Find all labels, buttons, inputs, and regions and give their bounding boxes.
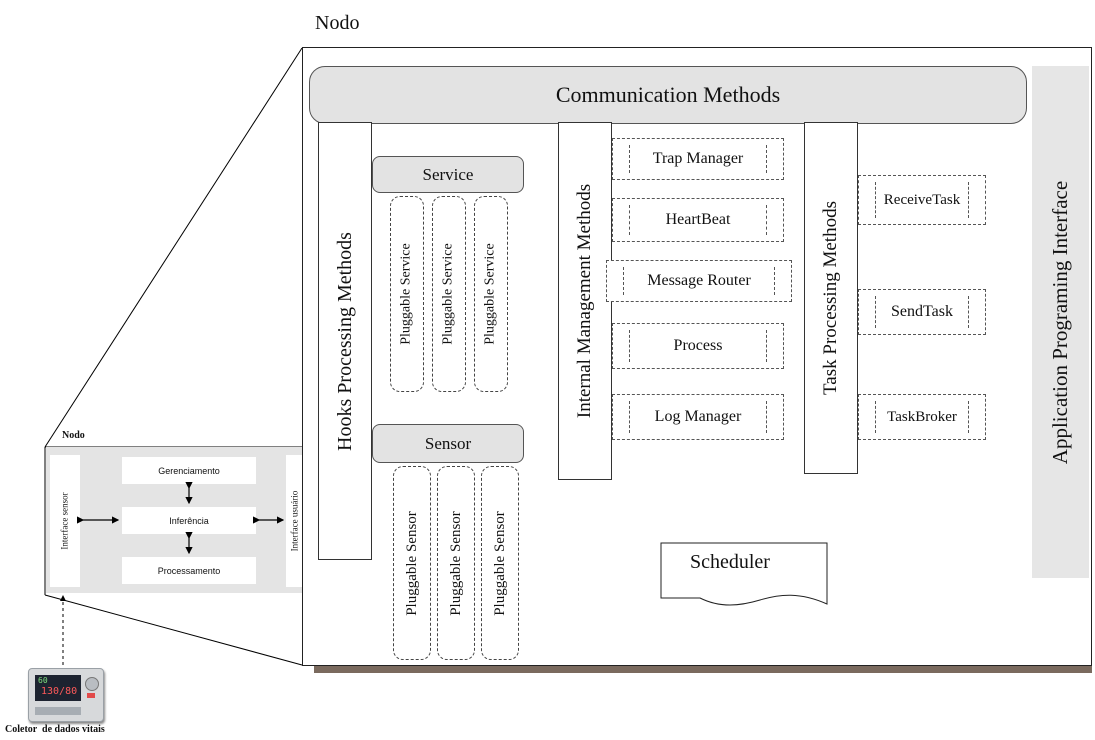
task-broker: TaskBroker [858,394,986,440]
sensor-header-label: Sensor [424,433,472,453]
receive-task: ReceiveTask [858,175,986,225]
process-label: Process [673,337,723,354]
hooks-column: Hooks Processing Methods [318,122,372,560]
pluggable-service-3 [474,196,508,392]
sensor-header: Sensor [372,424,524,463]
api-bar: Application Programing Interface [1032,66,1089,578]
pluggable-sensor-2 [437,466,475,660]
send-task-label: SendTask [891,303,953,320]
internal-management-column: Internal Management Methods [558,122,612,480]
task-processing-column: Task Processing Methods [804,122,858,474]
node-title: Nodo [315,12,360,34]
pluggable-service-1 [390,196,424,392]
small-inferencia: Inferência [122,507,256,534]
device-display-main: 130/80 [41,686,78,697]
device-button-bar [35,707,81,715]
pluggable-sensor-3 [481,466,519,660]
small-inferencia-label: Inferência [169,515,209,526]
heartbeat: HeartBeat [612,198,784,242]
communication-label: Communication Methods [555,82,781,107]
log-manager: Log Manager [612,394,784,440]
trap-manager: Trap Manager [612,138,784,180]
small-processamento: Processamento [122,557,256,584]
service-header: Service [372,156,524,193]
device-screen: 60 130/80 [35,675,81,701]
small-node-title: Nodo [62,430,85,441]
task-broker-label: TaskBroker [887,408,957,425]
small-interface-usuario: Interface usuário [286,455,302,587]
message-router: Message Router [606,260,792,302]
receive-task-label: ReceiveTask [883,191,961,208]
small-gerenciamento-label: Gerenciamento [158,465,220,476]
device-display-top: 60 [38,676,48,685]
send-task: SendTask [858,289,986,335]
process: Process [612,323,784,369]
scheduler-shape [660,542,828,606]
pluggable-sensor-1 [393,466,431,660]
device-indicator-icon [87,693,95,698]
small-gerenciamento: Gerenciamento [122,457,256,484]
device-caption: Coletor de dados vitais [5,724,105,735]
device-knob-icon [85,677,99,691]
vital-signs-device: 60 130/80 [28,668,104,722]
scheduler-label: Scheduler [690,551,770,573]
small-interface-sensor: Interface sensor [50,455,80,587]
small-processamento-label: Processamento [157,565,221,576]
heartbeat-label: HeartBeat [665,211,731,228]
message-router-label: Message Router [647,272,751,289]
service-header-label: Service [422,164,474,184]
node-shadow [314,665,1092,673]
trap-manager-label: Trap Manager [652,150,744,167]
communication-methods: Communication Methods [309,66,1027,124]
log-manager-label: Log Manager [654,408,742,425]
pluggable-service-2 [432,196,466,392]
